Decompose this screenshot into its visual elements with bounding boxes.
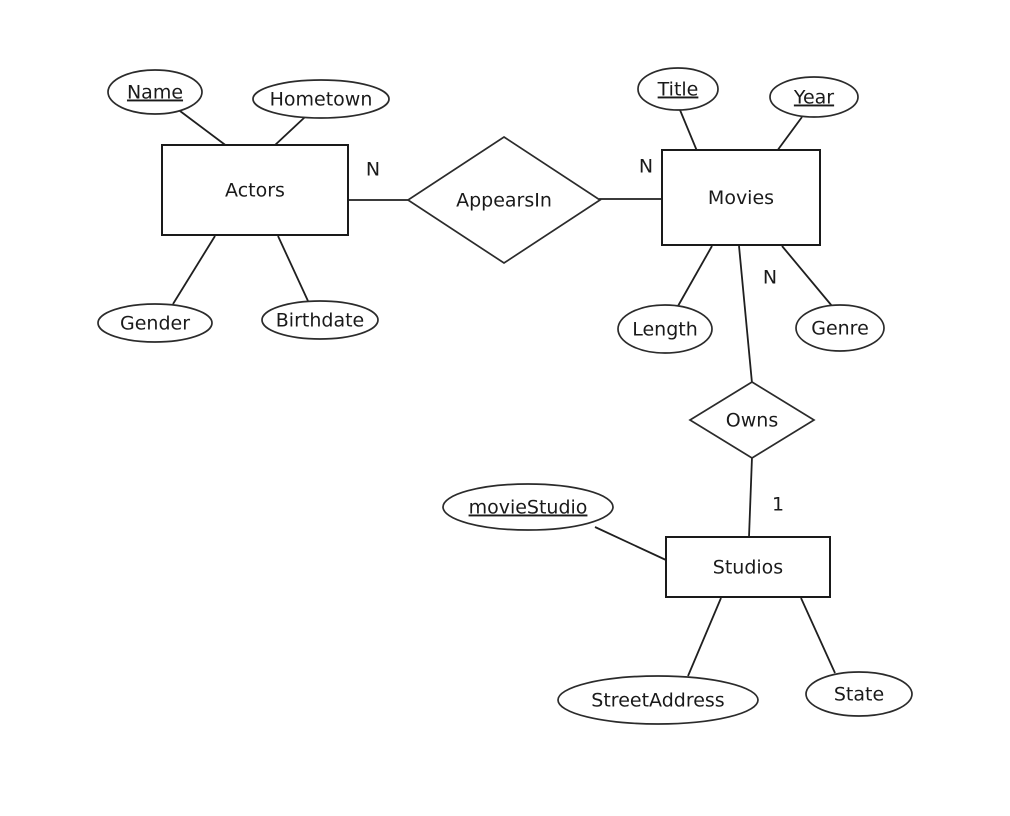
- connection-line-year-to-movies: [776, 116, 803, 152]
- cardinality-label-card-owns-studios: 1: [772, 494, 784, 516]
- connection-line-gender-to-actors: [172, 235, 216, 305]
- relationship-label-appearsin: AppearsIn: [456, 190, 552, 212]
- attribute-label-year: Year: [793, 87, 834, 109]
- attribute-ellipse-gender[interactable]: [97, 303, 213, 343]
- attribute-label-hometown: Hometown: [270, 89, 373, 111]
- relationship-diamond-appearsin[interactable]: [406, 135, 602, 265]
- attribute-ellipse-moviestudio[interactable]: [442, 483, 614, 531]
- connection-line-owns-to-studios: [748, 456, 753, 538]
- entity-label-studios: Studios: [713, 557, 783, 579]
- attribute-ellipse-birthdate[interactable]: [261, 300, 379, 340]
- attribute-label-gender: Gender: [120, 313, 190, 335]
- attribute-ellipse-hometown[interactable]: [252, 79, 390, 119]
- attribute-ellipse-length[interactable]: [617, 304, 713, 354]
- attribute-label-moviestudio: movieStudio: [469, 497, 588, 519]
- entity-box-studios[interactable]: [665, 536, 831, 598]
- attribute-label-name: Name: [127, 82, 183, 104]
- connection-line-length-to-movies: [677, 245, 713, 307]
- shapes-layer: [97, 67, 913, 725]
- connection-line-streetaddress-to-studios: [687, 597, 722, 677]
- attribute-ellipse-year[interactable]: [769, 76, 859, 118]
- entity-label-movies: Movies: [708, 187, 774, 209]
- attribute-ellipse-name[interactable]: [107, 69, 203, 115]
- attribute-ellipse-streetaddress[interactable]: [557, 675, 759, 725]
- connection-line-state-to-studios: [800, 597, 836, 674]
- attribute-ellipse-state[interactable]: [805, 671, 913, 717]
- relationship-label-owns: Owns: [726, 410, 778, 432]
- attribute-label-title: Title: [657, 79, 699, 101]
- connection-line-moviestudio-to-studios: [594, 526, 667, 561]
- connection-line-birthdate-to-actors: [277, 235, 309, 302]
- connection-line-movies-to-owns: [738, 245, 753, 384]
- attribute-label-birthdate: Birthdate: [276, 310, 364, 332]
- connection-line-name-to-actors: [175, 107, 229, 148]
- attribute-label-length: Length: [632, 319, 698, 341]
- entity-box-movies[interactable]: [661, 149, 821, 246]
- connection-line-genre-to-movies: [781, 245, 833, 307]
- attribute-ellipse-genre[interactable]: [795, 304, 885, 352]
- relationship-diamond-owns[interactable]: [688, 381, 816, 459]
- entity-box-actors[interactable]: [161, 144, 349, 236]
- cardinality-label-card-actors-appearsin: N: [366, 159, 380, 181]
- cardinality-label-card-appearsin-movies: N: [639, 156, 653, 178]
- attribute-label-state: State: [834, 684, 884, 706]
- attribute-label-streetaddress: StreetAddress: [591, 690, 724, 712]
- attribute-label-genre: Genre: [811, 318, 869, 340]
- cardinality-label-card-movies-owns: N: [763, 267, 777, 289]
- connection-line-title-to-movies: [679, 109, 698, 152]
- attribute-ellipse-title[interactable]: [637, 67, 719, 111]
- entity-label-actors: Actors: [225, 180, 285, 202]
- connection-line-hometown-to-actors: [273, 116, 306, 147]
- connection-lines-layer: [172, 107, 836, 677]
